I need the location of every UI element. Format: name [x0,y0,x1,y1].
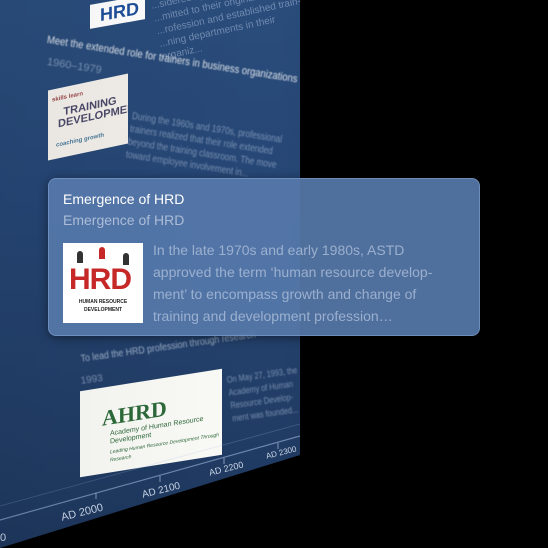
word-cloud-decor: coaching growth [56,132,104,149]
figure-decor [99,247,105,259]
hrd-caption-line1: HUMAN RESOURCE [78,299,128,305]
hrd-logo-text: HRD [69,263,132,296]
popup-title: Emergence of HRD [63,191,185,207]
figure-decor [123,253,129,265]
axis-edge-label: 0 [0,532,7,544]
popup-subtitle: Emergence of HRD [63,212,185,228]
hrd-logo-image[interactable]: HRD HUMAN RESOURCE DEVELOPMENT [63,243,143,323]
figure-decor [77,251,83,263]
item-body: On May 27, 1993, the Academy of Human Re… [226,364,304,425]
hrd-caption-line2: DEVELOPMENT [83,307,123,313]
event-popup-card[interactable]: Emergence of HRD Emergence of HRD HRD HU… [48,178,480,336]
popup-body-text: In the late 1970s and early 1980s, ASTD … [153,242,433,324]
